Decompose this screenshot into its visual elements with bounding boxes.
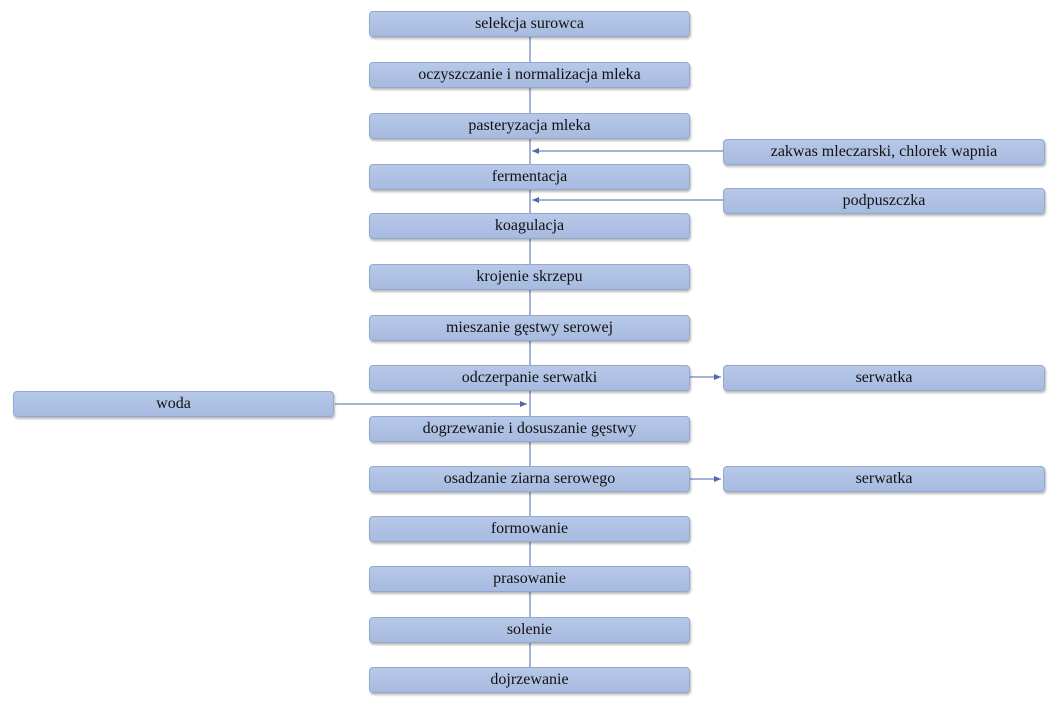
step-prasowanie: prasowanie: [369, 566, 690, 592]
step-solenie: solenie: [369, 617, 690, 643]
output-serwatka-2: serwatka: [723, 466, 1045, 492]
step-selekcja-surowca: selekcja surowca: [369, 11, 690, 37]
step-dogrzewanie-dosuszanie: dogrzewanie i dosuszanie gęstwy: [369, 416, 690, 442]
input-zakwas-chlorek: zakwas mleczarski, chlorek wapnia: [723, 139, 1045, 165]
input-podpuszczka: podpuszczka: [723, 188, 1045, 214]
step-koagulacja: koagulacja: [369, 213, 690, 239]
step-krojenie-skrzepu: krojenie skrzepu: [369, 264, 690, 290]
step-oczyszczanie-normalizacja: oczyszczanie i normalizacja mleka: [369, 62, 690, 88]
step-osadzanie-ziarna: osadzanie ziarna serowego: [369, 466, 690, 492]
step-pasteryzacja: pasteryzacja mleka: [369, 113, 690, 139]
step-dojrzewanie: dojrzewanie: [369, 667, 690, 693]
step-odczerpanie-serwatki: odczerpanie serwatki: [369, 365, 690, 391]
step-fermentacja: fermentacja: [369, 164, 690, 190]
output-serwatka-1: serwatka: [723, 365, 1045, 391]
step-formowanie: formowanie: [369, 516, 690, 542]
step-mieszanie-gestwy: mieszanie gęstwy serowej: [369, 315, 690, 341]
input-woda: woda: [13, 391, 334, 417]
